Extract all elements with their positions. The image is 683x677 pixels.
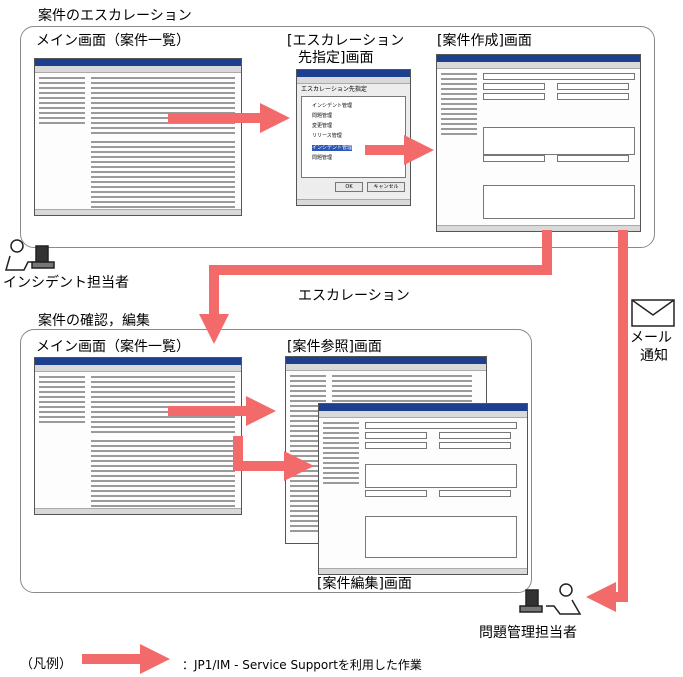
incident-staff-label: インシデント担当者 xyxy=(3,275,129,291)
main-screen-thumbnail-top xyxy=(34,58,242,216)
mail-label-line1: メール xyxy=(630,330,672,346)
arrow-main-to-edit xyxy=(233,436,314,481)
main-screen-label-bottom: メイン画面（案件一覧） xyxy=(36,339,190,355)
arrow-mail-notify xyxy=(586,230,628,612)
escalation-item: インシデント管理 xyxy=(312,103,353,109)
escalation-item-selected: インシデント管理 xyxy=(312,145,353,151)
view-screen-label: [案件参照]画面 xyxy=(287,339,382,355)
section-top-title: 案件のエスカレーション xyxy=(38,8,192,24)
create-screen-label: [案件作成]画面 xyxy=(437,33,532,49)
escalation-label: エスカレーション xyxy=(298,288,410,304)
problem-staff-label: 問題管理担当者 xyxy=(479,625,577,641)
mail-envelope-icon xyxy=(631,299,675,327)
problem-staff-icon xyxy=(519,583,582,615)
edit-screen-thumbnail xyxy=(318,403,528,575)
escalation-item: リリース管理 xyxy=(312,133,342,139)
incident-staff-icon xyxy=(5,239,55,271)
legend-text: ：JP1/IM - Service Supportを利用した作業 xyxy=(182,658,422,672)
section-bottom-title: 案件の確認，編集 xyxy=(38,313,150,329)
create-screen-thumbnail xyxy=(436,54,641,232)
main-screen-thumbnail-bottom xyxy=(34,357,242,515)
escalation-dialog-thumbnail: エスカレーション先指定 インシデント管理 問題管理 変更管理 リリース管理 イン… xyxy=(296,69,411,206)
escalation-screen-label-line2: 先指定]画面 xyxy=(298,50,374,66)
edit-screen-label: [案件編集]画面 xyxy=(317,576,412,592)
escalation-screen-label-line1: [エスカレーション xyxy=(287,33,405,49)
escalation-item: 問題管理 xyxy=(312,155,333,161)
escalation-item: 問題管理 xyxy=(312,113,333,119)
cancel-button[interactable]: キャンセル xyxy=(367,182,405,192)
escalation-item: 変更管理 xyxy=(312,123,333,129)
legend-paren: （凡例） xyxy=(20,657,73,672)
ok-button[interactable]: OK xyxy=(335,182,363,192)
arrow-escalation-down xyxy=(199,230,552,344)
escalation-dialog-title: エスカレーション先指定 xyxy=(301,86,367,93)
main-screen-label-top: メイン画面（案件一覧） xyxy=(36,33,190,49)
mail-label-line2: 通知 xyxy=(640,348,668,364)
